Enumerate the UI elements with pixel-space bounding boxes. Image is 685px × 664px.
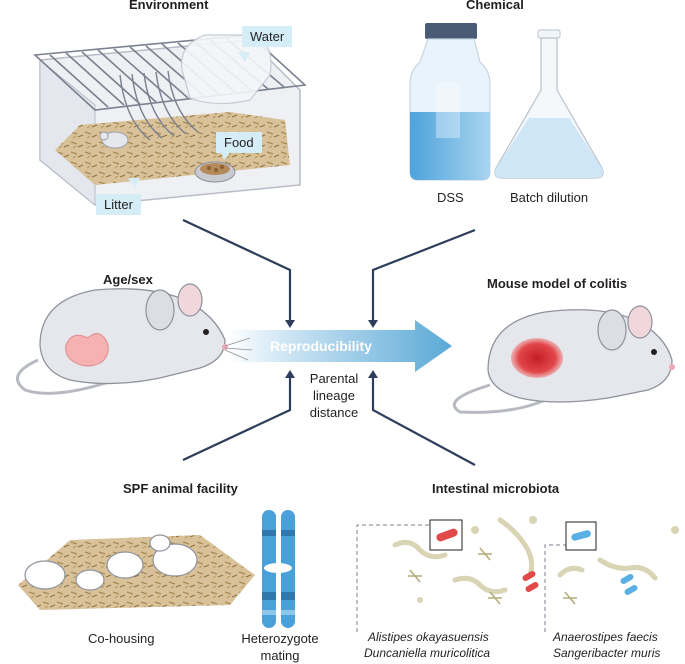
water-callout-pointer — [238, 52, 250, 62]
chemical-heading: Chemical — [466, 0, 524, 12]
mouse-model-heading: Mouse model of colitis — [487, 276, 628, 291]
litter-callout-pointer — [128, 178, 140, 188]
parental-line-1: Parental — [309, 371, 359, 386]
parental-line-2: lineage — [313, 388, 355, 403]
co-housing-label: Co-housing — [88, 631, 155, 646]
water-callout: Water — [242, 26, 293, 47]
mouse-icon — [15, 283, 253, 395]
reproducibility-label: Reproducibility — [270, 338, 372, 354]
dss-bottle-icon — [409, 23, 491, 181]
heterozygote-mating-label: Heterozygote mating — [232, 630, 328, 664]
age-sex-heading: Age/sex — [103, 272, 153, 287]
spf-connector — [182, 375, 292, 461]
parental-line-3: distance — [309, 405, 359, 420]
food-callout: Food — [216, 132, 262, 153]
batch-dilution-label: Batch dilution — [510, 190, 589, 205]
heterozygote-line-2: mating — [260, 648, 300, 663]
species-left-2: Duncaniella muricolitica — [364, 646, 491, 660]
microbiota-connector — [371, 375, 476, 466]
chromosome-icon — [262, 510, 295, 628]
species-left-1: Alistipes okayasuensis — [368, 630, 489, 644]
parental-lineage-distance-label: Parental lineage distance — [300, 370, 368, 421]
species-right-2: Sangeribacter muris — [553, 646, 661, 660]
food-bowl-icon — [194, 161, 236, 183]
bacteria-icon — [356, 516, 679, 632]
connector-arrowheads — [285, 320, 378, 378]
microbiota-heading: Intestinal microbiota — [432, 481, 560, 496]
environment-connector — [182, 219, 292, 323]
heterozygote-line-1: Heterozygote — [241, 631, 319, 646]
environment-heading: Environment — [129, 0, 209, 12]
mouse-icon — [452, 305, 675, 414]
reproducibility-arrow — [228, 320, 452, 372]
chemical-connector — [371, 228, 476, 323]
co-housing-illustration — [18, 534, 255, 610]
litter-callout: Litter — [96, 194, 141, 215]
dss-label: DSS — [437, 190, 464, 205]
species-right-1: Anaerostipes faecis — [553, 630, 658, 644]
spf-heading: SPF animal facility — [123, 481, 238, 496]
connector-arrows — [182, 219, 476, 466]
flask-icon — [494, 29, 604, 179]
